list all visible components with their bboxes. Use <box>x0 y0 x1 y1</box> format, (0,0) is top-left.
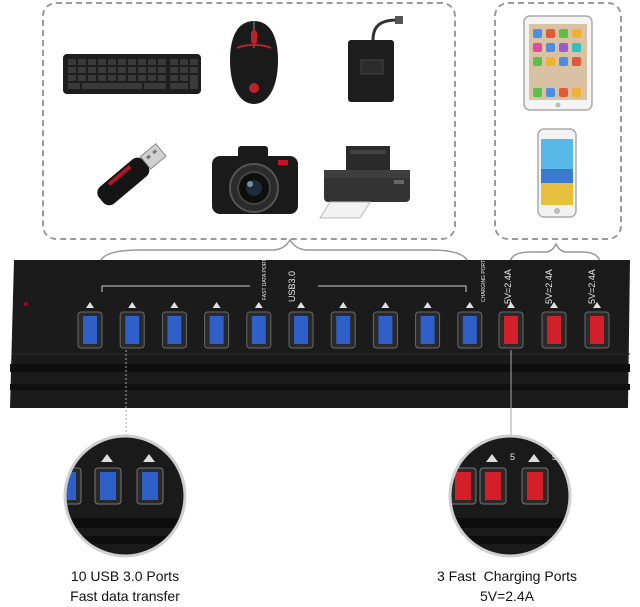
camera-icon <box>208 138 302 222</box>
caption-charging-ports: 3 Fast Charging Ports 5V=2.4A <box>412 566 602 606</box>
usb3-data-port <box>161 302 187 349</box>
connector-brace <box>0 236 640 266</box>
charging-port <box>498 302 524 349</box>
mobile-device-group <box>494 2 622 240</box>
hard-drive-icon <box>343 10 405 104</box>
zoom-label-2: 5 <box>552 452 558 462</box>
tablet-icon <box>522 14 594 112</box>
usb3-data-port <box>288 302 314 349</box>
caption-charging-ports-line2: 5V=2.4A <box>479 588 535 604</box>
caption-data-ports: 10 USB 3.0 Ports Fast data transfer <box>50 566 200 606</box>
charging-ports-label: CHARGING PORTS <box>481 256 487 302</box>
usb3-data-port <box>246 302 272 349</box>
usb3-data-port <box>457 302 483 349</box>
caption-data-ports-line2: Fast data transfer <box>70 588 180 604</box>
caption-data-ports-line1: 10 USB 3.0 Ports <box>70 568 180 584</box>
printer-icon <box>316 140 416 222</box>
usb-flash-drive-icon <box>88 132 174 218</box>
fast-data-ports-label: FAST DATA PORTS <box>262 255 268 300</box>
usb3-data-port <box>119 302 145 349</box>
peripheral-device-group <box>42 2 456 240</box>
port-rating-3: 5V=2.4A <box>587 269 597 304</box>
port-rating-2: 5V=2.4A <box>544 269 554 304</box>
usb3-label: USB3.0 <box>287 270 297 302</box>
charging-port <box>541 302 567 349</box>
zoom-label-1: 5 <box>510 452 516 462</box>
zoom-circle-charging-ports <box>430 432 590 562</box>
usb3-data-port <box>77 302 103 349</box>
usb-hub <box>0 258 640 412</box>
smartphone-icon <box>536 127 578 219</box>
charging-port <box>584 302 610 349</box>
mouse-icon <box>225 18 283 108</box>
caption-charging-ports-line1: 3 Fast Charging Ports <box>436 568 578 584</box>
usb3-data-port <box>204 302 230 349</box>
usb3-data-port <box>415 302 441 349</box>
zoom-circle-data-ports <box>45 432 205 562</box>
port-rating-1: 5V=2.4A <box>503 269 513 304</box>
usb3-data-port <box>372 302 398 349</box>
keyboard-icon <box>62 50 202 96</box>
usb3-data-port <box>330 302 356 349</box>
pointer-lines <box>0 350 640 450</box>
